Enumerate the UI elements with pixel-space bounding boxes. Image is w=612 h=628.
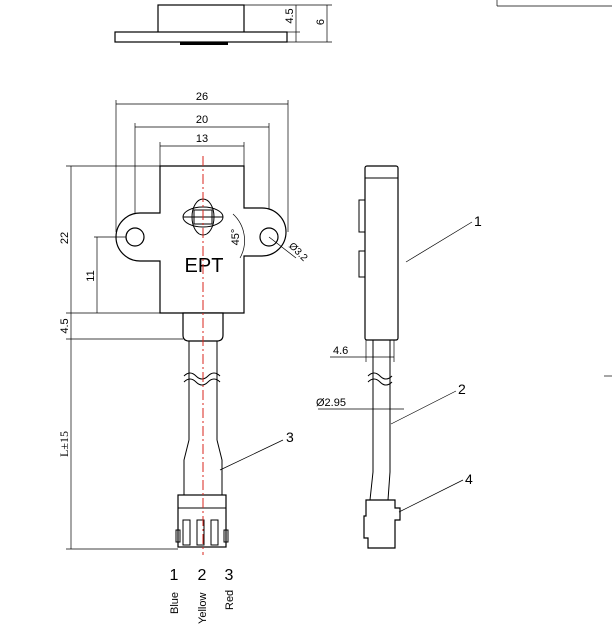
mount-hole-left — [125, 227, 145, 247]
pin-1-number: 1 — [170, 567, 179, 584]
dim-width-outer: 26 — [196, 91, 208, 103]
pin-3-number: 3 — [225, 567, 234, 584]
pin-1-color: Blue — [169, 592, 181, 614]
connector — [175, 494, 229, 548]
cable — [183, 341, 223, 496]
dim-cable-dia: Ø2.95 — [316, 397, 346, 409]
dim-side-width: 4.6 — [333, 345, 348, 357]
dim-cable-length: L±15 — [57, 431, 71, 457]
dim-hole-dia: Ø3.2 — [286, 241, 309, 264]
callout-2: 2 — [458, 381, 466, 397]
top-view: 4.5 6 — [114, 4, 332, 45]
side-view: 4.6 Ø2.95 1 2 4 — [316, 165, 482, 549]
dim-height-total: 22 — [59, 232, 71, 244]
pin-2-number: 2 — [198, 567, 207, 584]
dim-width-holes: 20 — [196, 114, 208, 126]
dim-width-body: 13 — [196, 133, 208, 145]
callout-3: 3 — [286, 429, 294, 445]
front-view: 26 20 13 EPT 45° Ø3.2 — [57, 91, 310, 555]
dim-tab-height: 4.5 — [59, 318, 71, 333]
dim-top-height: 6 — [315, 19, 327, 25]
pin-3-color: Red — [224, 590, 236, 610]
dim-height-hole: 11 — [85, 270, 97, 281]
sensor-body — [115, 165, 287, 314]
callout-1: 1 — [474, 213, 482, 229]
logo-text: EPT — [185, 255, 224, 277]
callout-4: 4 — [465, 471, 473, 487]
dim-top-thickness: 4.5 — [284, 8, 296, 23]
side-connector — [363, 499, 401, 549]
pin-2-color: Yellow — [197, 593, 209, 624]
dim-angle: 45° — [230, 229, 242, 246]
pin-legend: 1 2 3 Blue Yellow Red — [169, 567, 236, 624]
side-body — [364, 165, 399, 341]
